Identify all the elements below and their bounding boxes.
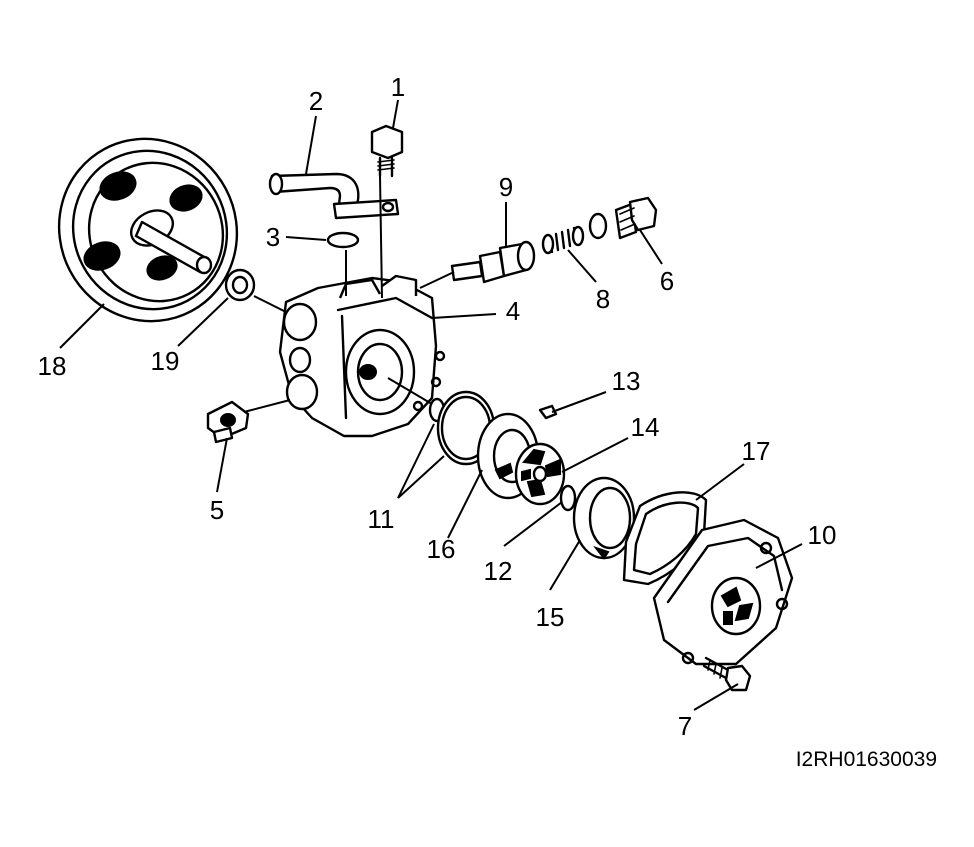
part-connector-6 xyxy=(614,196,658,240)
callout-17: 17 xyxy=(742,436,771,466)
leader-lines xyxy=(59,99,803,711)
callout-2: 2 xyxy=(309,86,323,116)
part-suction-pipe xyxy=(268,172,400,220)
callout-15: 15 xyxy=(536,602,565,632)
part-o-ring-6 xyxy=(588,212,608,240)
callout-14: 14 xyxy=(631,412,660,442)
callout-7: 7 xyxy=(678,711,692,741)
part-pin xyxy=(538,404,558,420)
part-snap-ring xyxy=(559,484,577,512)
callout-9: 9 xyxy=(499,172,513,202)
part-pulley xyxy=(57,137,239,323)
part-bolt-7 xyxy=(702,656,752,692)
figure-code: I2RH01630039 xyxy=(796,748,937,771)
callout-3: 3 xyxy=(266,222,280,252)
part-spring xyxy=(541,225,585,255)
part-cam-ring xyxy=(572,476,636,560)
part-rear-cover xyxy=(652,518,794,666)
part-flow-control-valve xyxy=(450,240,536,284)
callout-13: 13 xyxy=(612,366,641,396)
callout-10: 10 xyxy=(808,520,837,550)
part-o-ring-3 xyxy=(326,231,360,249)
part-pump-body xyxy=(278,274,446,438)
callout-8: 8 xyxy=(596,284,610,314)
callout-5: 5 xyxy=(210,495,224,525)
callout-6: 6 xyxy=(660,266,674,296)
callout-4: 4 xyxy=(506,296,520,326)
callout-11: 11 xyxy=(368,504,395,534)
callout-18: 18 xyxy=(38,351,67,381)
callout-16: 16 xyxy=(427,534,456,564)
callout-labels: 1 2 3 4 5 6 7 8 9 10 11 12 13 14 15 16 1… xyxy=(38,72,837,741)
part-oil-seal xyxy=(224,268,256,302)
callout-12: 12 xyxy=(484,556,513,586)
callout-1: 1 xyxy=(391,72,405,102)
callout-19: 19 xyxy=(151,346,180,376)
part-bolt-1 xyxy=(370,124,404,178)
part-pressure-switch xyxy=(206,400,250,444)
part-rotor xyxy=(514,442,566,506)
